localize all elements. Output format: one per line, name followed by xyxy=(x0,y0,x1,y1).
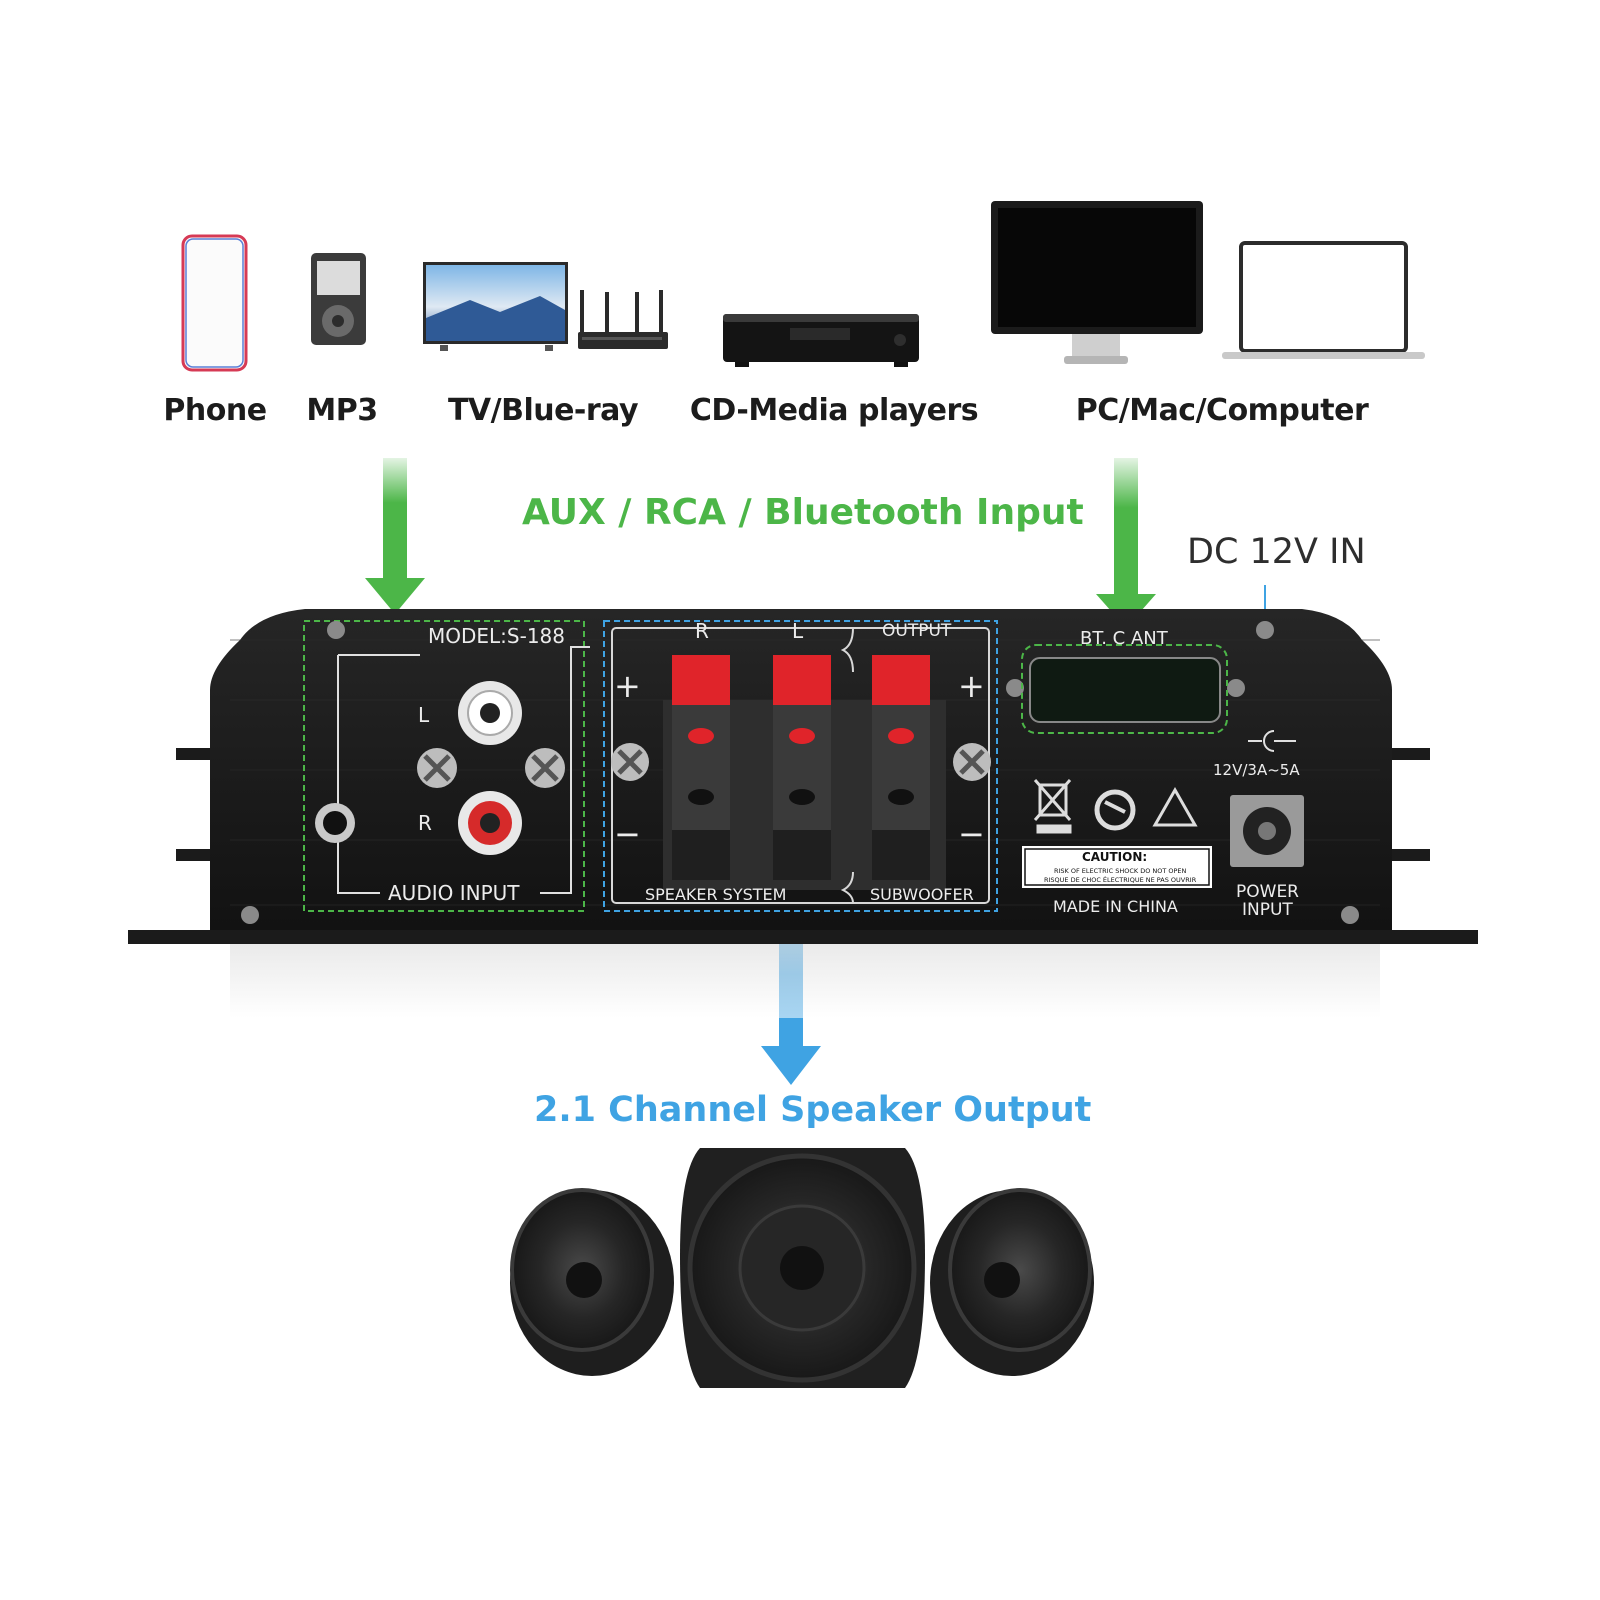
model-label: MODEL:S-188 xyxy=(428,624,565,648)
plus-left: + xyxy=(614,667,641,705)
mp3-player-icon xyxy=(311,253,366,345)
source-devices xyxy=(181,201,1425,372)
speaker-icon xyxy=(680,1148,925,1388)
polarity-icon xyxy=(1248,730,1296,752)
label-mp3: MP3 xyxy=(306,393,378,428)
bt-ant-label: BT. C ANT xyxy=(1080,628,1169,649)
jack-left-label: L xyxy=(418,703,430,727)
output-callout: 2.1 Channel Speaker Output xyxy=(534,1090,1092,1130)
tv-icon xyxy=(423,262,568,351)
input-arrow-right xyxy=(1096,458,1156,628)
speaker-output-highlight xyxy=(603,620,998,912)
speaker-icon xyxy=(930,1188,1094,1376)
rca-left-jack[interactable] xyxy=(458,681,522,745)
speaker-l-label: L xyxy=(792,619,804,643)
subwoofer-label: SUBWOOFER xyxy=(870,885,974,904)
recycle-icon xyxy=(1152,786,1198,827)
laptop-icon xyxy=(1222,241,1425,359)
screw-icon xyxy=(241,621,1359,924)
label-tv: TV/Blue-ray xyxy=(447,393,639,428)
caution-line-1: RISK OF ELECTRIC SHOCK DO NOT OPEN xyxy=(1054,867,1187,875)
router-icon xyxy=(578,290,668,349)
voltage-label: 12V/3A~5A xyxy=(1213,761,1300,779)
speaker-icon xyxy=(510,1188,674,1376)
caution-label xyxy=(1022,846,1212,888)
caution-title: CAUTION: xyxy=(1082,850,1147,864)
caution-line-2: RISQUE DE CHOC ÉLECTRIQUE NE PAS OUVRIR xyxy=(1044,875,1197,884)
speaker-system-label: SPEAKER SYSTEM xyxy=(645,885,786,904)
label-cd: CD-Media players xyxy=(689,393,979,428)
dc-callout: DC 12V IN xyxy=(1187,532,1366,572)
input-arrow-left xyxy=(365,458,425,614)
amplifier-panel: MODEL:S-188 L R AUDIO INPUT R L OUTPUT +… xyxy=(128,609,1478,1018)
made-in-label: MADE IN CHINA xyxy=(1053,897,1178,916)
minus-left: − xyxy=(614,815,641,853)
speaker-terminals[interactable] xyxy=(672,655,930,880)
aux-jack[interactable] xyxy=(315,803,355,843)
minus-right: − xyxy=(958,815,985,853)
green-dot-icon xyxy=(1094,789,1136,831)
cd-player-icon xyxy=(723,314,919,367)
output-label: OUTPUT xyxy=(882,621,952,641)
screw-icon xyxy=(611,743,991,781)
label-phone: Phone xyxy=(163,393,267,428)
plus-right: + xyxy=(958,667,985,705)
speakers xyxy=(510,1148,1094,1388)
jack-right-label: R xyxy=(418,811,432,835)
power-label: POWER xyxy=(1236,882,1299,902)
audio-input-label: AUDIO INPUT xyxy=(388,881,520,905)
weee-bin-icon xyxy=(1033,779,1072,834)
speaker-r-label: R xyxy=(695,619,709,643)
input-callout: AUX / RCA / Bluetooth Input xyxy=(522,492,1084,533)
rca-right-jack[interactable] xyxy=(458,791,522,855)
audio-input-highlight xyxy=(303,620,585,912)
monitor-icon xyxy=(991,201,1203,364)
label-pc: PC/Mac/Computer xyxy=(1075,393,1369,428)
power-input-label: INPUT xyxy=(1242,900,1293,920)
bt-antenna-port[interactable] xyxy=(1029,657,1221,723)
smartphone-icon xyxy=(181,234,248,372)
